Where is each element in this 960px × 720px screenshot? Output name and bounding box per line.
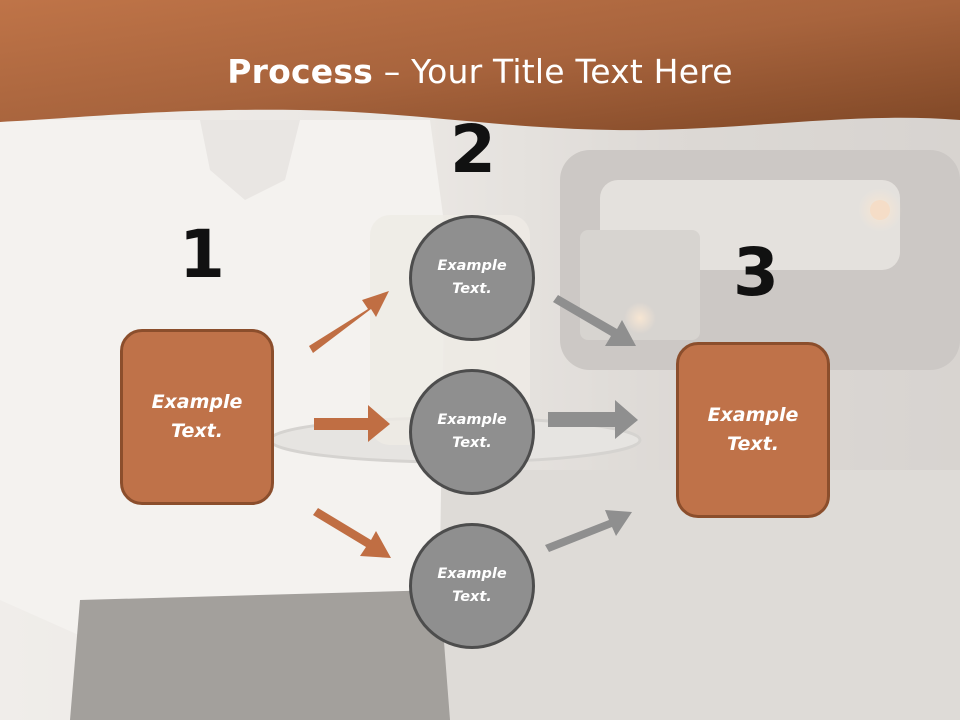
step-1-box: Example Text. [120,329,274,505]
arrow-to-bottom-circle [313,508,391,558]
arrow-from-top-circle [553,295,636,346]
circle-middle: Example Text. [409,369,535,495]
step-3-box: Example Text. [676,342,830,518]
title-bold: Process [227,52,374,91]
circle-bottom-text: Example Text. [437,566,507,605]
circle-middle-text: Example Text. [437,412,507,451]
circle-bottom: Example Text. [409,523,535,649]
step-number-2: 2 [450,111,496,188]
step-1-box-text: Example Text. [151,391,243,442]
step-number-3: 3 [733,234,779,311]
step-number-1: 1 [179,216,225,293]
arrow-to-middle-circle [314,405,390,442]
circle-top: Example Text. [409,215,535,341]
step-3-box-text: Example Text. [707,404,799,455]
slide-title: Process – Your Title Text Here [0,52,960,91]
circle-top-text: Example Text. [437,258,507,297]
header-band [0,0,960,131]
title-rest: – Your Title Text Here [373,52,733,91]
arrow-from-middle-circle [548,400,638,439]
arrow-to-top-circle [309,291,389,353]
arrow-from-bottom-circle [545,510,632,552]
